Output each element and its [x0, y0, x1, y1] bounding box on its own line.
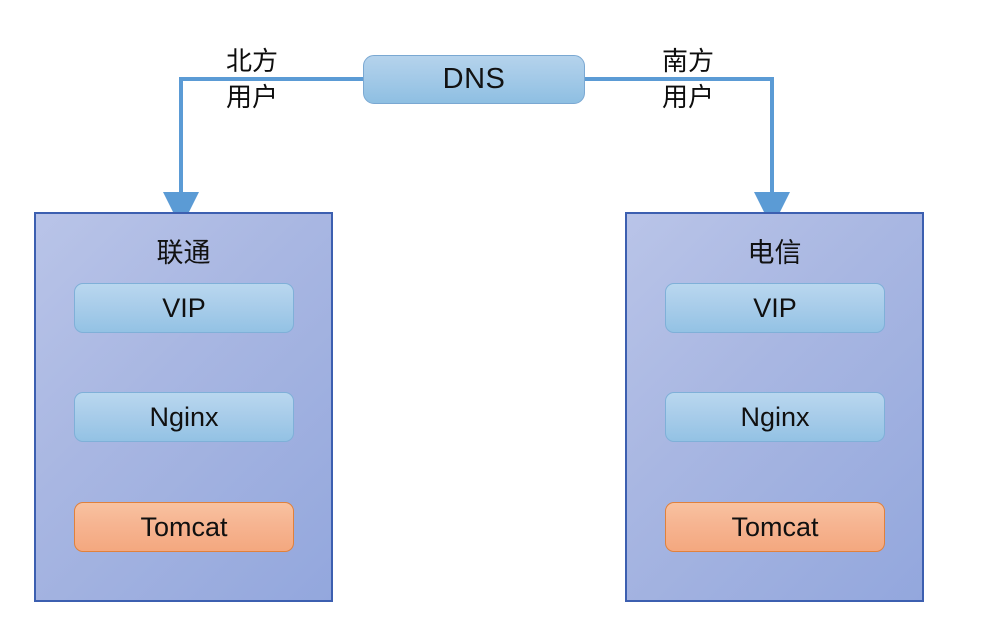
node-unicom-tomcat[interactable]: Tomcat — [74, 502, 294, 552]
route-label-north: 北方 用户 — [207, 43, 297, 115]
route-label-south-line2: 用户 — [661, 82, 714, 112]
node-telecom-nginx-label: Nginx — [740, 401, 810, 432]
node-telecom-nginx[interactable]: Nginx — [665, 392, 885, 442]
route-label-south-line1: 南方 — [661, 46, 714, 76]
region-title-telecom: 电信 — [747, 238, 802, 268]
node-telecom-vip[interactable]: VIP — [665, 283, 885, 333]
region-title-unicom: 联通 — [156, 238, 211, 268]
node-telecom-tomcat[interactable]: Tomcat — [665, 502, 885, 552]
node-unicom-nginx-label: Nginx — [149, 401, 219, 432]
route-label-north-line1: 北方 — [225, 46, 278, 76]
dns-node-label: DNS — [442, 63, 506, 95]
dns-node[interactable]: DNS — [363, 55, 585, 104]
route-label-south: 南方 用户 — [643, 43, 733, 115]
node-telecom-vip-label: VIP — [753, 292, 797, 323]
node-unicom-vip[interactable]: VIP — [74, 283, 294, 333]
region-panel-unicom[interactable]: 联通 VIP Nginx Tomcat — [34, 212, 333, 602]
route-label-north-line2: 用户 — [225, 82, 278, 112]
node-unicom-tomcat-label: Tomcat — [140, 511, 228, 542]
region-panel-telecom[interactable]: 电信 VIP Nginx Tomcat — [625, 212, 924, 602]
node-unicom-vip-label: VIP — [162, 292, 206, 323]
node-unicom-nginx[interactable]: Nginx — [74, 392, 294, 442]
node-telecom-tomcat-label: Tomcat — [731, 511, 819, 542]
